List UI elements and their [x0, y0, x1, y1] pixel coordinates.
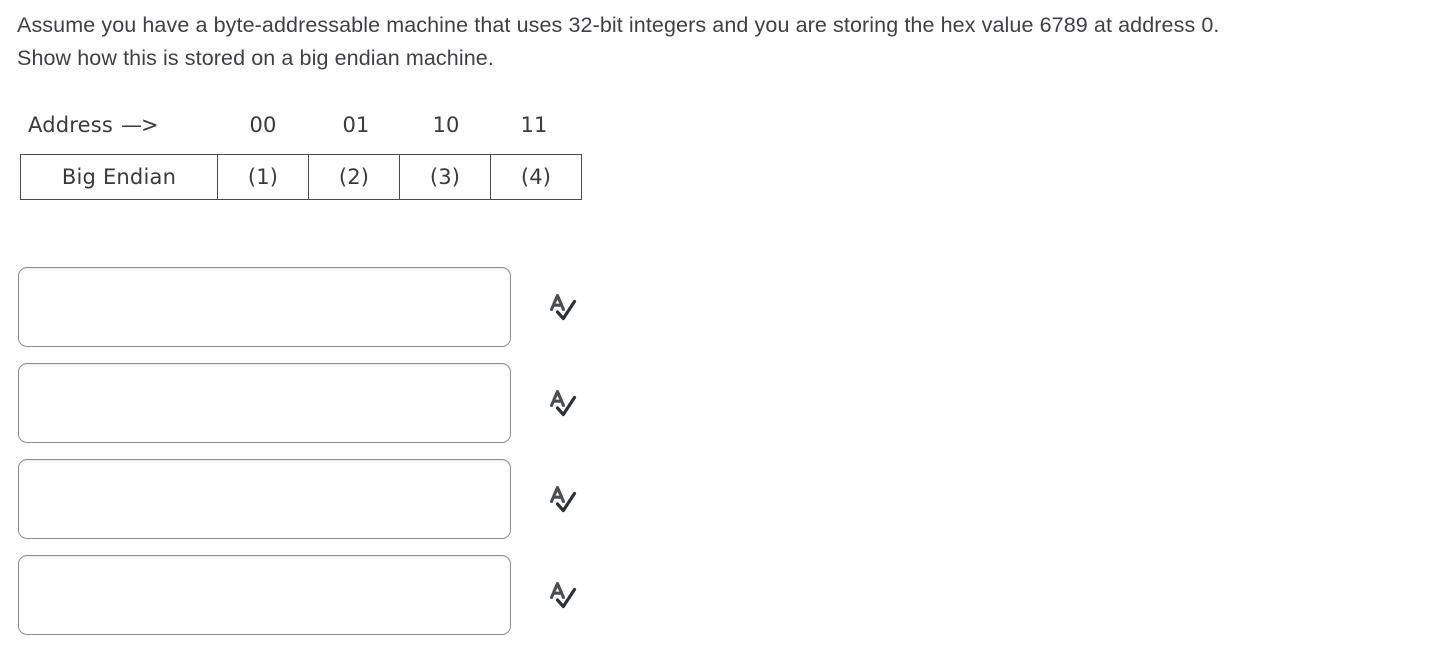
table-row: Big Endian (1) (2) (3) (4) — [20, 154, 582, 200]
answer-row-1 — [18, 266, 584, 348]
big-endian-table: Big Endian (1) (2) (3) (4) — [20, 154, 582, 200]
answer-input-3[interactable] — [18, 459, 511, 539]
question-prompt: Assume you have a byte-addressable machi… — [17, 9, 1427, 75]
spellcheck-icon-1[interactable] — [540, 285, 584, 329]
answer-input-2[interactable] — [18, 363, 511, 443]
answer-row-3 — [18, 458, 584, 540]
byte-cell-1: (1) — [217, 154, 309, 200]
answer-input-1[interactable] — [18, 267, 511, 347]
spellcheck-icon-4[interactable] — [540, 573, 584, 617]
answer-input-4[interactable] — [18, 555, 511, 635]
spellcheck-icon-3[interactable] — [540, 477, 584, 521]
big-endian-diagram: Address —> 00 01 10 11 Big Endian (1) (2… — [20, 113, 582, 200]
address-column-00: 00 — [249, 113, 277, 137]
question-line-2: Show how this is stored on a big endian … — [17, 46, 494, 70]
spellcheck-icon-2[interactable] — [540, 381, 584, 425]
question-line-1: Assume you have a byte-addressable machi… — [17, 13, 1220, 37]
address-label-text: Address — [28, 113, 114, 137]
address-column-01: 01 — [342, 113, 370, 137]
address-label: Address —> — [20, 113, 216, 137]
row-label-big-endian: Big Endian — [20, 154, 218, 200]
address-column-10: 10 — [432, 113, 460, 137]
address-column-11: 11 — [520, 113, 548, 137]
arrow-right-icon: —> — [121, 113, 159, 137]
byte-cell-2: (2) — [308, 154, 400, 200]
address-header-row: Address —> 00 01 10 11 — [20, 113, 580, 153]
answer-list — [18, 266, 584, 650]
answer-row-4 — [18, 554, 584, 636]
byte-cell-4: (4) — [490, 154, 582, 200]
byte-cell-3: (3) — [399, 154, 491, 200]
answer-row-2 — [18, 362, 584, 444]
